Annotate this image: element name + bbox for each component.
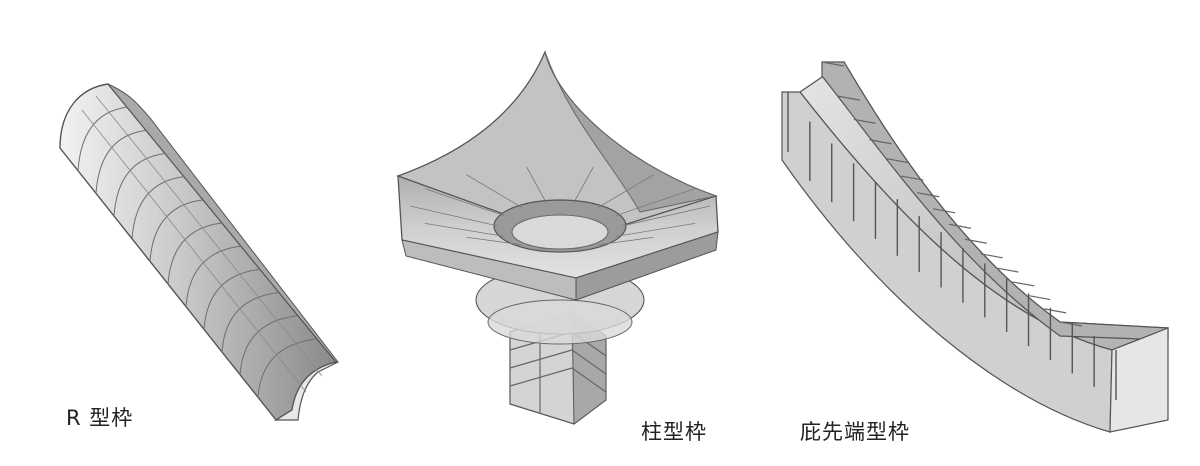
eave-tip-form-label: 庇先端型枠 [800, 420, 910, 444]
column-form-label: 柱型枠 [641, 420, 707, 444]
r-form-figure [59, 83, 340, 421]
r-form-label: R 型枠 [66, 406, 134, 430]
column-form-figure [396, 50, 719, 425]
eave-tip-form-figure [781, 61, 1169, 433]
